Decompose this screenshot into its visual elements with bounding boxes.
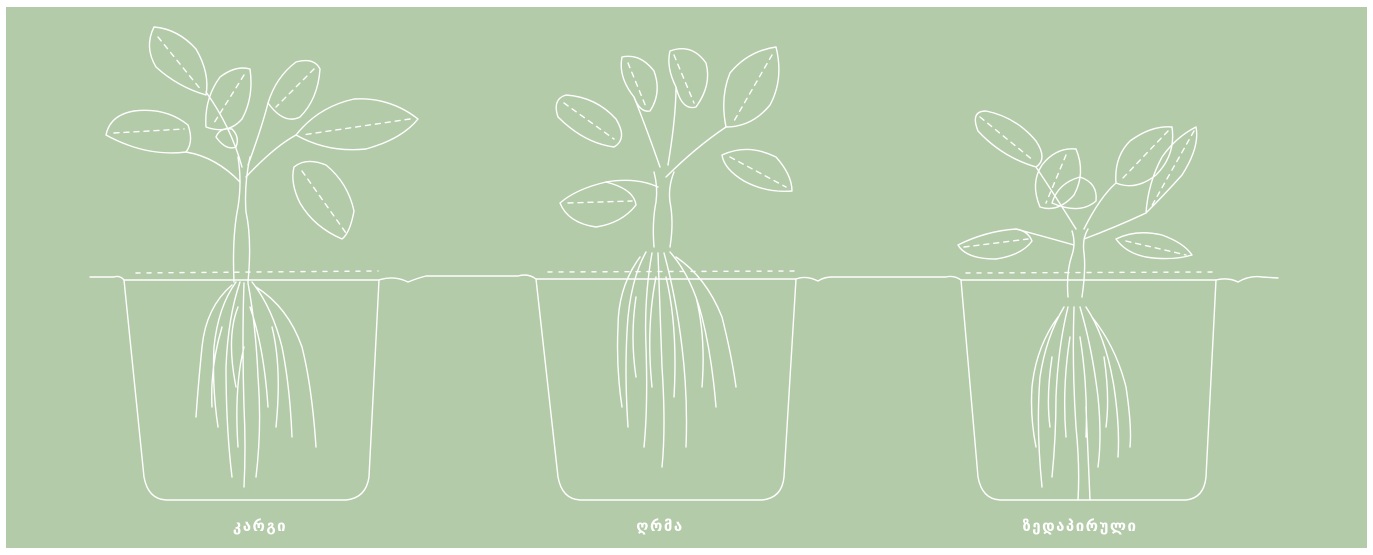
pot-deep: [536, 279, 796, 500]
planting-depth-illustration: [6, 7, 1367, 548]
plant-shallow: [958, 111, 1197, 500]
ground-line: [90, 275, 1278, 282]
label-deep-depth: ღრმა: [540, 516, 780, 536]
soil-surface-dashes: [136, 271, 1212, 273]
plant-good: [106, 27, 418, 487]
label-good-depth: კარგი: [140, 516, 380, 536]
plant-deep: [556, 47, 792, 467]
illustration-panel: კარგი ღრმა ზედაპირული: [6, 7, 1367, 548]
label-shallow-depth: ზედაპირული: [960, 516, 1200, 536]
